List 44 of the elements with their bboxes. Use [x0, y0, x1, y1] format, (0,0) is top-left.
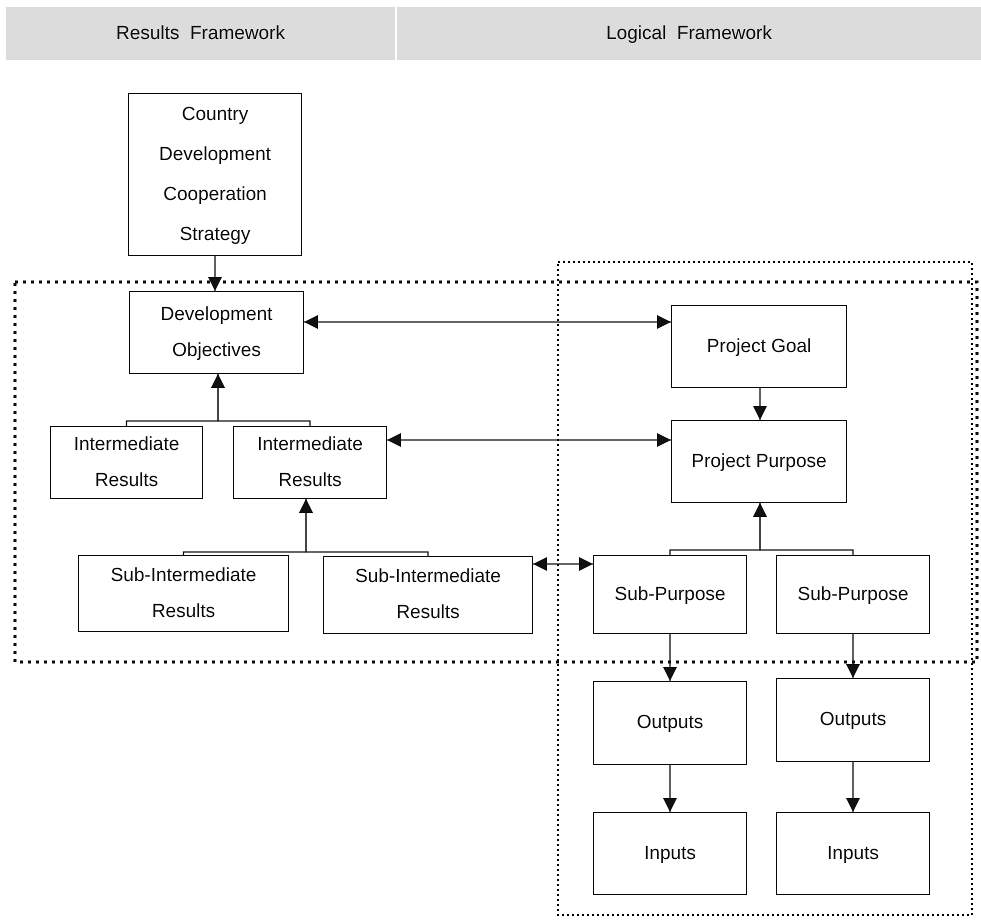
node-label: Outputs [636, 711, 704, 735]
process-box [776, 678, 930, 762]
node-label: Sub-Purpose [614, 582, 726, 606]
arrow [533, 557, 593, 571]
arrow [387, 433, 671, 447]
node-label: Sub-Intermediate Results [354, 565, 502, 625]
arrow [846, 634, 860, 678]
header-band [397, 7, 981, 60]
header-band [6, 7, 395, 60]
arrow [663, 634, 677, 681]
node-label: Sub-Purpose [798, 582, 908, 606]
node-label: Intermediate Results [256, 432, 364, 492]
process-box [671, 420, 847, 503]
process-box [129, 291, 304, 374]
node-label: Intermediate Results [72, 432, 180, 492]
node-label: Project Goal [706, 334, 812, 358]
node-label: Project Purpose [691, 450, 827, 474]
node-label: Sub-Intermediate Results [110, 564, 258, 624]
arrow [208, 256, 222, 291]
process-box [233, 426, 387, 499]
node-label: Inputs [644, 842, 696, 866]
arrow [211, 374, 311, 426]
process-box [593, 812, 747, 895]
arrow [846, 762, 860, 812]
node-label: Country Development Cooperation Strategy [158, 102, 272, 246]
arrow [663, 765, 677, 812]
node-label: Logical Framework [606, 22, 772, 46]
arrow [304, 315, 671, 329]
node-label: Development Objectives [160, 302, 274, 362]
process-box [78, 555, 289, 632]
node-label: Outputs [820, 708, 886, 732]
arrow [753, 388, 767, 420]
process-box [323, 556, 533, 634]
arrow [299, 499, 429, 556]
process-box [128, 93, 302, 256]
process-box [593, 681, 747, 765]
process-box [50, 426, 203, 499]
process-box [776, 812, 930, 895]
arrow [753, 503, 854, 555]
process-box [671, 305, 847, 388]
process-box [776, 555, 930, 634]
node-label: Results Framework [116, 22, 285, 46]
node-label: Inputs [827, 842, 879, 866]
process-box [593, 555, 747, 634]
